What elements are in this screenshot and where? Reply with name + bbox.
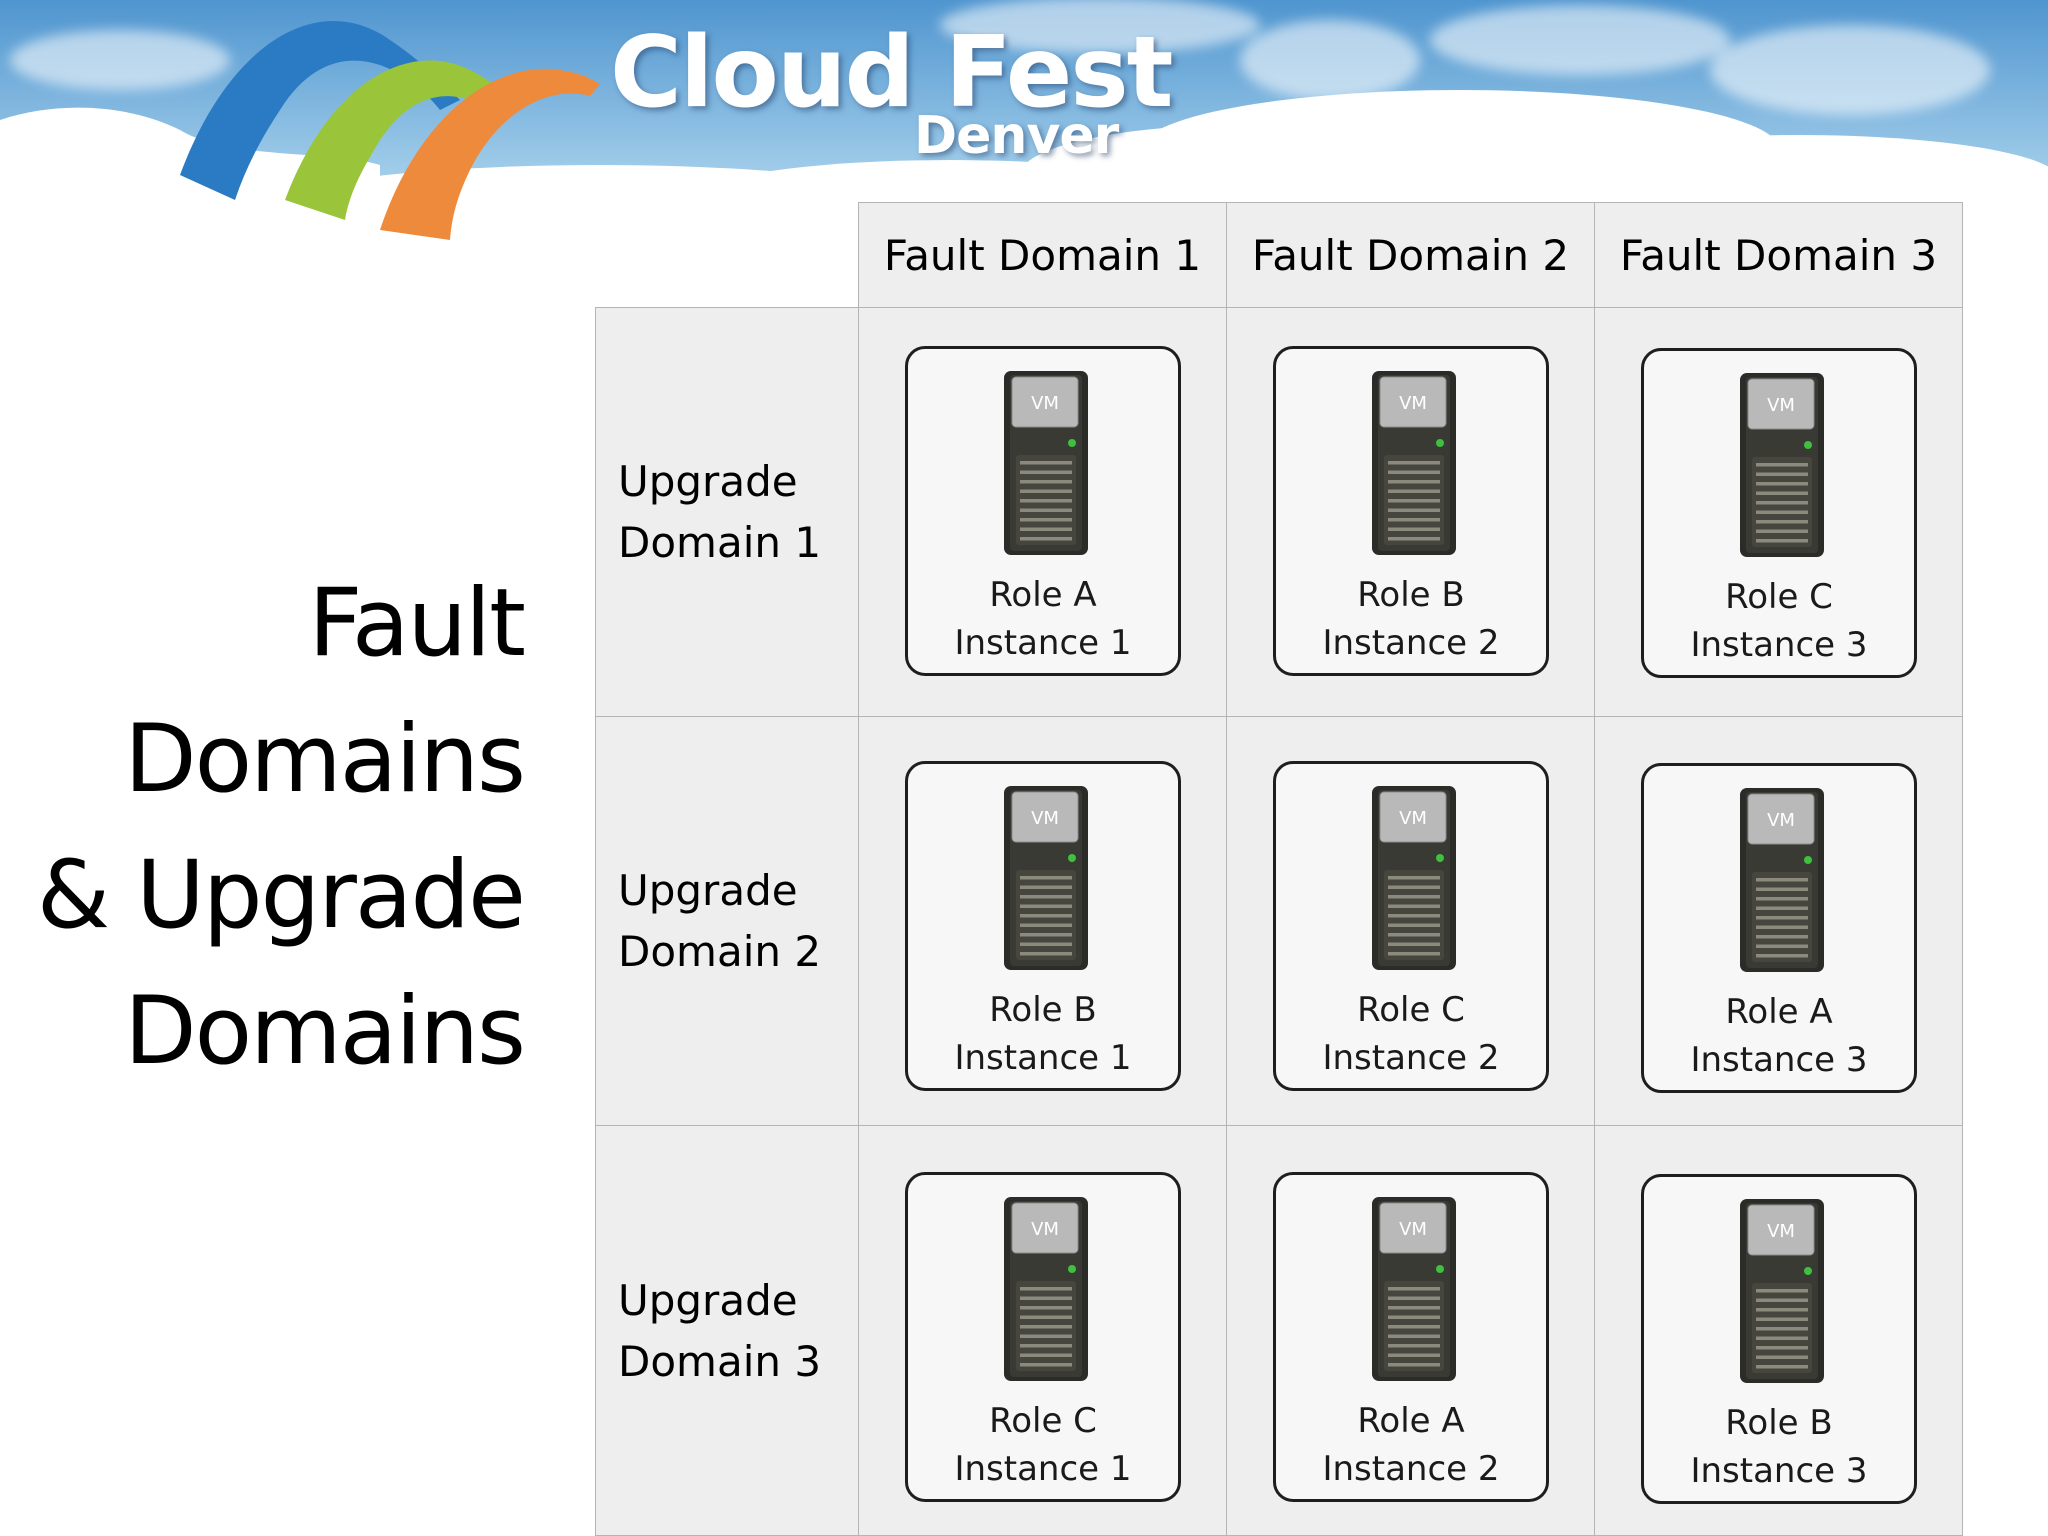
vm-role-label: Role C — [1725, 577, 1833, 617]
vm-role-label: Role C — [1357, 990, 1465, 1030]
matrix-cell: VM Role A Instance 3 — [1594, 716, 1963, 1126]
vm-caption: Role A Instance 1 — [908, 571, 1178, 667]
vm-server-icon: VM — [1370, 784, 1458, 972]
svg-text:VM: VM — [1767, 395, 1795, 416]
vm-instance-label: Instance 2 — [1322, 623, 1500, 663]
vm-server-icon: VM — [1738, 786, 1826, 974]
fault-domain-header-1: Fault Domain 1 — [858, 202, 1227, 308]
upgrade-domain-label-line2: Domain 3 — [618, 1336, 822, 1386]
logo-title: Cloud Fest — [610, 16, 1173, 130]
upgrade-domain-label-3: Upgrade Domain 3 — [595, 1125, 859, 1536]
title-line: & Upgrade — [36, 841, 526, 950]
vm-card: VM Role C Instance 2 — [1273, 761, 1549, 1091]
vm-role-label: Role A — [1357, 1401, 1465, 1441]
upgrade-domain-label-2: Upgrade Domain 2 — [595, 716, 859, 1126]
vm-caption: Role A Instance 2 — [1276, 1397, 1546, 1493]
vm-caption: Role C Instance 3 — [1644, 573, 1914, 669]
vm-server-icon: VM — [1738, 371, 1826, 559]
vm-role-label: Role C — [989, 1401, 1097, 1441]
vm-server-icon: VM — [1002, 784, 1090, 972]
vm-instance-label: Instance 1 — [954, 1038, 1132, 1078]
vm-role-label: Role A — [1725, 992, 1833, 1032]
slide-title: Fault Domains & Upgrade Domains — [0, 556, 526, 1100]
vm-caption: Role B Instance 1 — [908, 986, 1178, 1082]
svg-text:VM: VM — [1031, 393, 1059, 414]
vm-card: VM Role A Instance 3 — [1641, 763, 1917, 1093]
vm-card: VM Role B Instance 1 — [905, 761, 1181, 1091]
vm-server-icon: VM — [1738, 1197, 1826, 1385]
vm-role-label: Role B — [1357, 575, 1465, 615]
vm-instance-label: Instance 1 — [954, 623, 1132, 663]
vm-instance-label: Instance 1 — [954, 1449, 1132, 1489]
vm-instance-label: Instance 3 — [1690, 1451, 1868, 1491]
matrix-cell: VM Role C Instance 3 — [1594, 307, 1963, 717]
vm-instance-label: Instance 2 — [1322, 1449, 1500, 1489]
upgrade-domain-label-line1: Upgrade — [618, 866, 798, 915]
vm-caption: Role A Instance 3 — [1644, 988, 1914, 1084]
svg-text:VM: VM — [1031, 808, 1059, 829]
svg-text:VM: VM — [1399, 1219, 1427, 1240]
title-line: Domains — [124, 977, 526, 1086]
vm-card: VM Role B Instance 2 — [1273, 346, 1549, 676]
vm-card: VM Role A Instance 1 — [905, 346, 1181, 676]
vm-server-icon: VM — [1370, 1195, 1458, 1383]
vm-instance-label: Instance 3 — [1690, 625, 1868, 665]
fault-domain-header-3: Fault Domain 3 — [1594, 202, 1963, 308]
title-line: Fault — [308, 569, 526, 678]
upgrade-domain-label-line2: Domain 2 — [618, 927, 822, 976]
vm-card: VM Role C Instance 3 — [1641, 348, 1917, 678]
vm-role-label: Role B — [1725, 1403, 1833, 1443]
logo-arcs-icon — [180, 21, 600, 240]
vm-instance-label: Instance 3 — [1690, 1040, 1868, 1080]
vm-server-icon: VM — [1002, 369, 1090, 557]
svg-text:VM: VM — [1399, 393, 1427, 414]
vm-card: VM Role B Instance 3 — [1641, 1174, 1917, 1504]
vm-card: VM Role C Instance 1 — [905, 1172, 1181, 1502]
vm-caption: Role B Instance 2 — [1276, 571, 1546, 667]
svg-text:VM: VM — [1399, 808, 1427, 829]
upgrade-domain-label-line1: Upgrade — [618, 457, 798, 506]
svg-text:VM: VM — [1767, 1221, 1795, 1242]
vm-caption: Role B Instance 3 — [1644, 1399, 1914, 1495]
logo-subtitle: Denver — [914, 106, 1119, 166]
title-line: Domains — [124, 705, 526, 814]
upgrade-domain-label-1: Upgrade Domain 1 — [595, 307, 859, 717]
upgrade-domain-label-line1: Upgrade — [618, 1275, 798, 1325]
vm-instance-label: Instance 2 — [1322, 1038, 1500, 1078]
matrix-cell: VM Role C Instance 2 — [1226, 716, 1595, 1126]
svg-text:VM: VM — [1031, 1219, 1059, 1240]
matrix-cell: VM Role B Instance 3 — [1594, 1125, 1963, 1536]
fault-domain-header-2: Fault Domain 2 — [1226, 202, 1595, 308]
vm-caption: Role C Instance 2 — [1276, 986, 1546, 1082]
matrix-cell: VM Role C Instance 1 — [858, 1125, 1227, 1536]
vm-card: VM Role A Instance 2 — [1273, 1172, 1549, 1502]
matrix-cell: VM Role A Instance 2 — [1226, 1125, 1595, 1536]
svg-text:VM: VM — [1767, 810, 1795, 831]
vm-role-label: Role A — [989, 575, 1097, 615]
matrix-cell: VM Role B Instance 1 — [858, 716, 1227, 1126]
matrix-cell: VM Role B Instance 2 — [1226, 307, 1595, 717]
vm-role-label: Role B — [989, 990, 1097, 1030]
upgrade-domain-label-line2: Domain 1 — [618, 518, 822, 567]
matrix-cell: VM Role A Instance 1 — [858, 307, 1227, 717]
vm-server-icon: VM — [1002, 1195, 1090, 1383]
vm-caption: Role C Instance 1 — [908, 1397, 1178, 1493]
vm-server-icon: VM — [1370, 369, 1458, 557]
